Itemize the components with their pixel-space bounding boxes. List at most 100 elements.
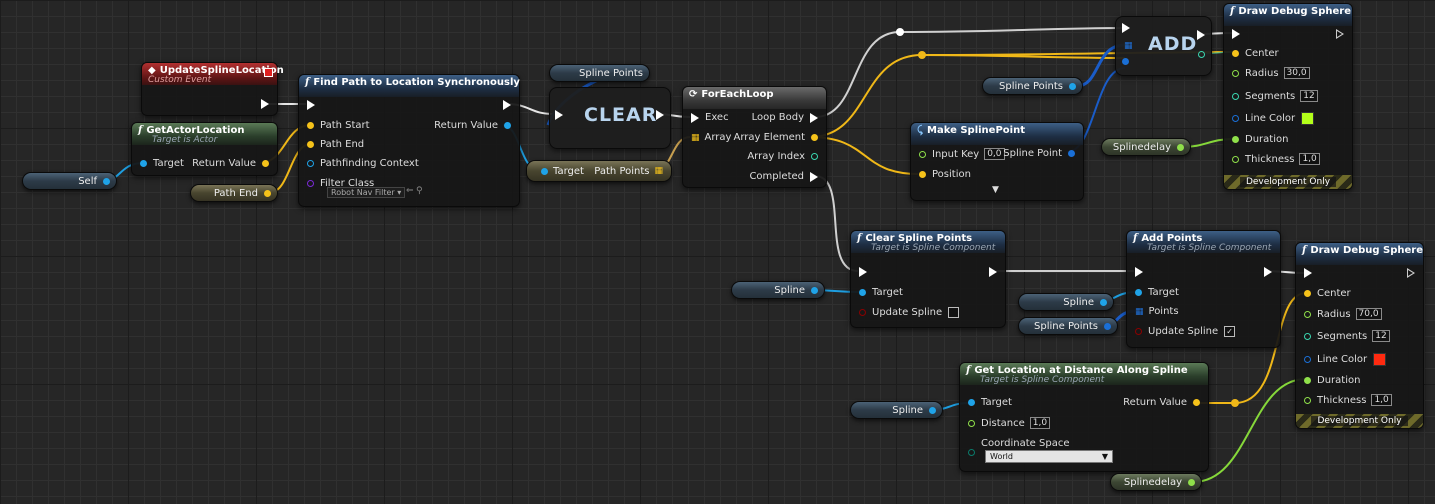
thickness-field[interactable]: 1,0	[1371, 394, 1392, 406]
thickness-pin[interactable]	[1232, 155, 1239, 163]
exec-out-pin[interactable]	[656, 110, 664, 120]
variable-out-pin[interactable]	[1104, 322, 1111, 330]
update-spline-location-event[interactable]: ◆UpdateSplineLocation Custom Event	[141, 62, 284, 116]
index-out-pin[interactable]	[1198, 51, 1205, 58]
distance-pin[interactable]	[968, 419, 975, 427]
update-spline-pin[interactable]	[1135, 328, 1142, 335]
line-color-pin[interactable]	[1304, 356, 1311, 363]
loop-body-pin[interactable]	[810, 112, 818, 123]
clear-array-node[interactable]: CLEAR	[549, 87, 671, 149]
center-pin[interactable]	[1304, 290, 1311, 297]
search-icon[interactable]: ⚲	[416, 186, 423, 196]
variable-out-pin[interactable]	[929, 406, 936, 414]
splinedelay-variable-2[interactable]: Splinedelay	[1110, 473, 1202, 491]
position-pin[interactable]	[919, 171, 926, 178]
expand-arrow-icon[interactable]: ▼	[992, 185, 999, 195]
exec-in-pin[interactable]	[691, 112, 699, 123]
array-grid-icon[interactable]: ▦	[654, 166, 663, 176]
self-variable[interactable]: Self	[22, 172, 117, 190]
return-value-pin[interactable]	[262, 160, 269, 167]
array-grid-icon[interactable]: ▦	[691, 132, 700, 143]
input-key-field[interactable]: 0,0	[984, 148, 1005, 160]
coordinate-space-pin[interactable]	[968, 449, 975, 456]
update-spline-checkbox[interactable]: ✓	[1224, 326, 1236, 337]
target-pin[interactable]	[1135, 289, 1142, 296]
variable-out-pin[interactable]	[1177, 143, 1184, 151]
target-pin[interactable]	[968, 399, 975, 406]
line-color-swatch[interactable]	[1301, 112, 1315, 125]
path-end-pin[interactable]	[307, 141, 314, 148]
pathfinding-context-pin[interactable]	[307, 160, 314, 167]
array-index-pin[interactable]	[811, 153, 818, 160]
exec-in-pin[interactable]	[1122, 23, 1130, 33]
radius-field[interactable]: 30,0	[1283, 67, 1310, 79]
splinedelay-variable-1[interactable]: Splinedelay	[1101, 138, 1191, 156]
exec-in-pin[interactable]	[307, 100, 315, 110]
variable-out-pin[interactable]	[1100, 298, 1107, 306]
variable-out-pin[interactable]	[1188, 478, 1195, 486]
radius-pin[interactable]	[1304, 310, 1311, 318]
variable-out-pin[interactable]	[1069, 82, 1076, 90]
add-array-node[interactable]: ▦ ADD	[1115, 16, 1212, 76]
input-key-pin[interactable]	[919, 150, 926, 158]
array-grid-icon[interactable]: ▦	[1124, 41, 1133, 51]
filter-class-pin[interactable]	[307, 180, 314, 187]
spline-points-variable-low[interactable]: Spline Points	[1018, 317, 1118, 335]
update-spline-pin[interactable]	[859, 309, 866, 316]
exec-out-pin[interactable]	[261, 99, 269, 109]
target-pin[interactable]	[140, 160, 147, 167]
array-grid-icon[interactable]: ▦	[1135, 306, 1144, 317]
exec-out-pin[interactable]	[1407, 268, 1415, 278]
path-end-variable[interactable]: Path End	[190, 184, 278, 202]
segments-pin[interactable]	[1304, 332, 1311, 340]
delegate-pin[interactable]	[264, 68, 273, 77]
path-start-pin[interactable]	[307, 122, 314, 129]
spline-variable-2[interactable]: Spline	[1018, 293, 1114, 311]
update-spline-checkbox[interactable]	[948, 307, 960, 318]
duration-pin[interactable]	[1304, 377, 1311, 384]
segments-pin[interactable]	[1232, 92, 1239, 100]
browse-arrow-icon[interactable]: ⇐	[406, 186, 414, 196]
coordinate-space-dropdown[interactable]: World▼	[985, 450, 1113, 463]
radius-pin[interactable]	[1232, 69, 1239, 77]
distance-field[interactable]: 1,0	[1029, 417, 1051, 429]
exec-in-pin[interactable]	[1232, 29, 1240, 39]
center-pin[interactable]	[1232, 50, 1239, 57]
exec-in-pin[interactable]	[555, 110, 563, 120]
path-points-break-node[interactable]: Target Path Points▦	[526, 160, 672, 182]
return-value-pin[interactable]	[1193, 399, 1200, 406]
exec-in-pin[interactable]	[1304, 268, 1312, 278]
spline-points-variable-mid[interactable]: Spline Points	[982, 77, 1083, 95]
segments-field[interactable]: 12	[1300, 90, 1318, 102]
exec-in-pin[interactable]	[1135, 267, 1143, 277]
exec-in-pin[interactable]	[859, 267, 867, 277]
item-pin[interactable]	[1122, 58, 1129, 65]
variable-out-pin[interactable]	[103, 177, 110, 185]
return-value-pin[interactable]	[504, 122, 511, 129]
line-color-swatch[interactable]	[1373, 353, 1387, 366]
completed-pin[interactable]	[810, 171, 818, 182]
radius-field[interactable]: 70,0	[1355, 308, 1382, 320]
thickness-field[interactable]: 1,0	[1299, 153, 1320, 165]
thickness-pin[interactable]	[1304, 396, 1311, 404]
variable-out-pin[interactable]	[264, 189, 271, 197]
for-each-loop-node[interactable]: ⟳ForEachLoop Exec Loop Body ▦Array Array…	[682, 86, 827, 188]
spline-variable-1[interactable]: Spline	[731, 281, 825, 299]
filter-class-dropdown[interactable]: Robot Nav Filter ▾	[327, 187, 406, 198]
variable-out-pin[interactable]	[811, 286, 818, 294]
exec-out-pin[interactable]	[1264, 267, 1272, 277]
spline-variable-3[interactable]: Spline	[850, 401, 943, 419]
exec-out-pin[interactable]	[1197, 30, 1205, 40]
segments-field[interactable]: 12	[1372, 330, 1390, 342]
spline-point-pin[interactable]	[1068, 150, 1075, 157]
spline-points-variable-top[interactable]: Spline Points	[549, 64, 650, 82]
line-color-pin[interactable]	[1232, 115, 1239, 122]
exec-out-pin[interactable]	[989, 267, 997, 277]
target-pin[interactable]	[859, 289, 866, 296]
